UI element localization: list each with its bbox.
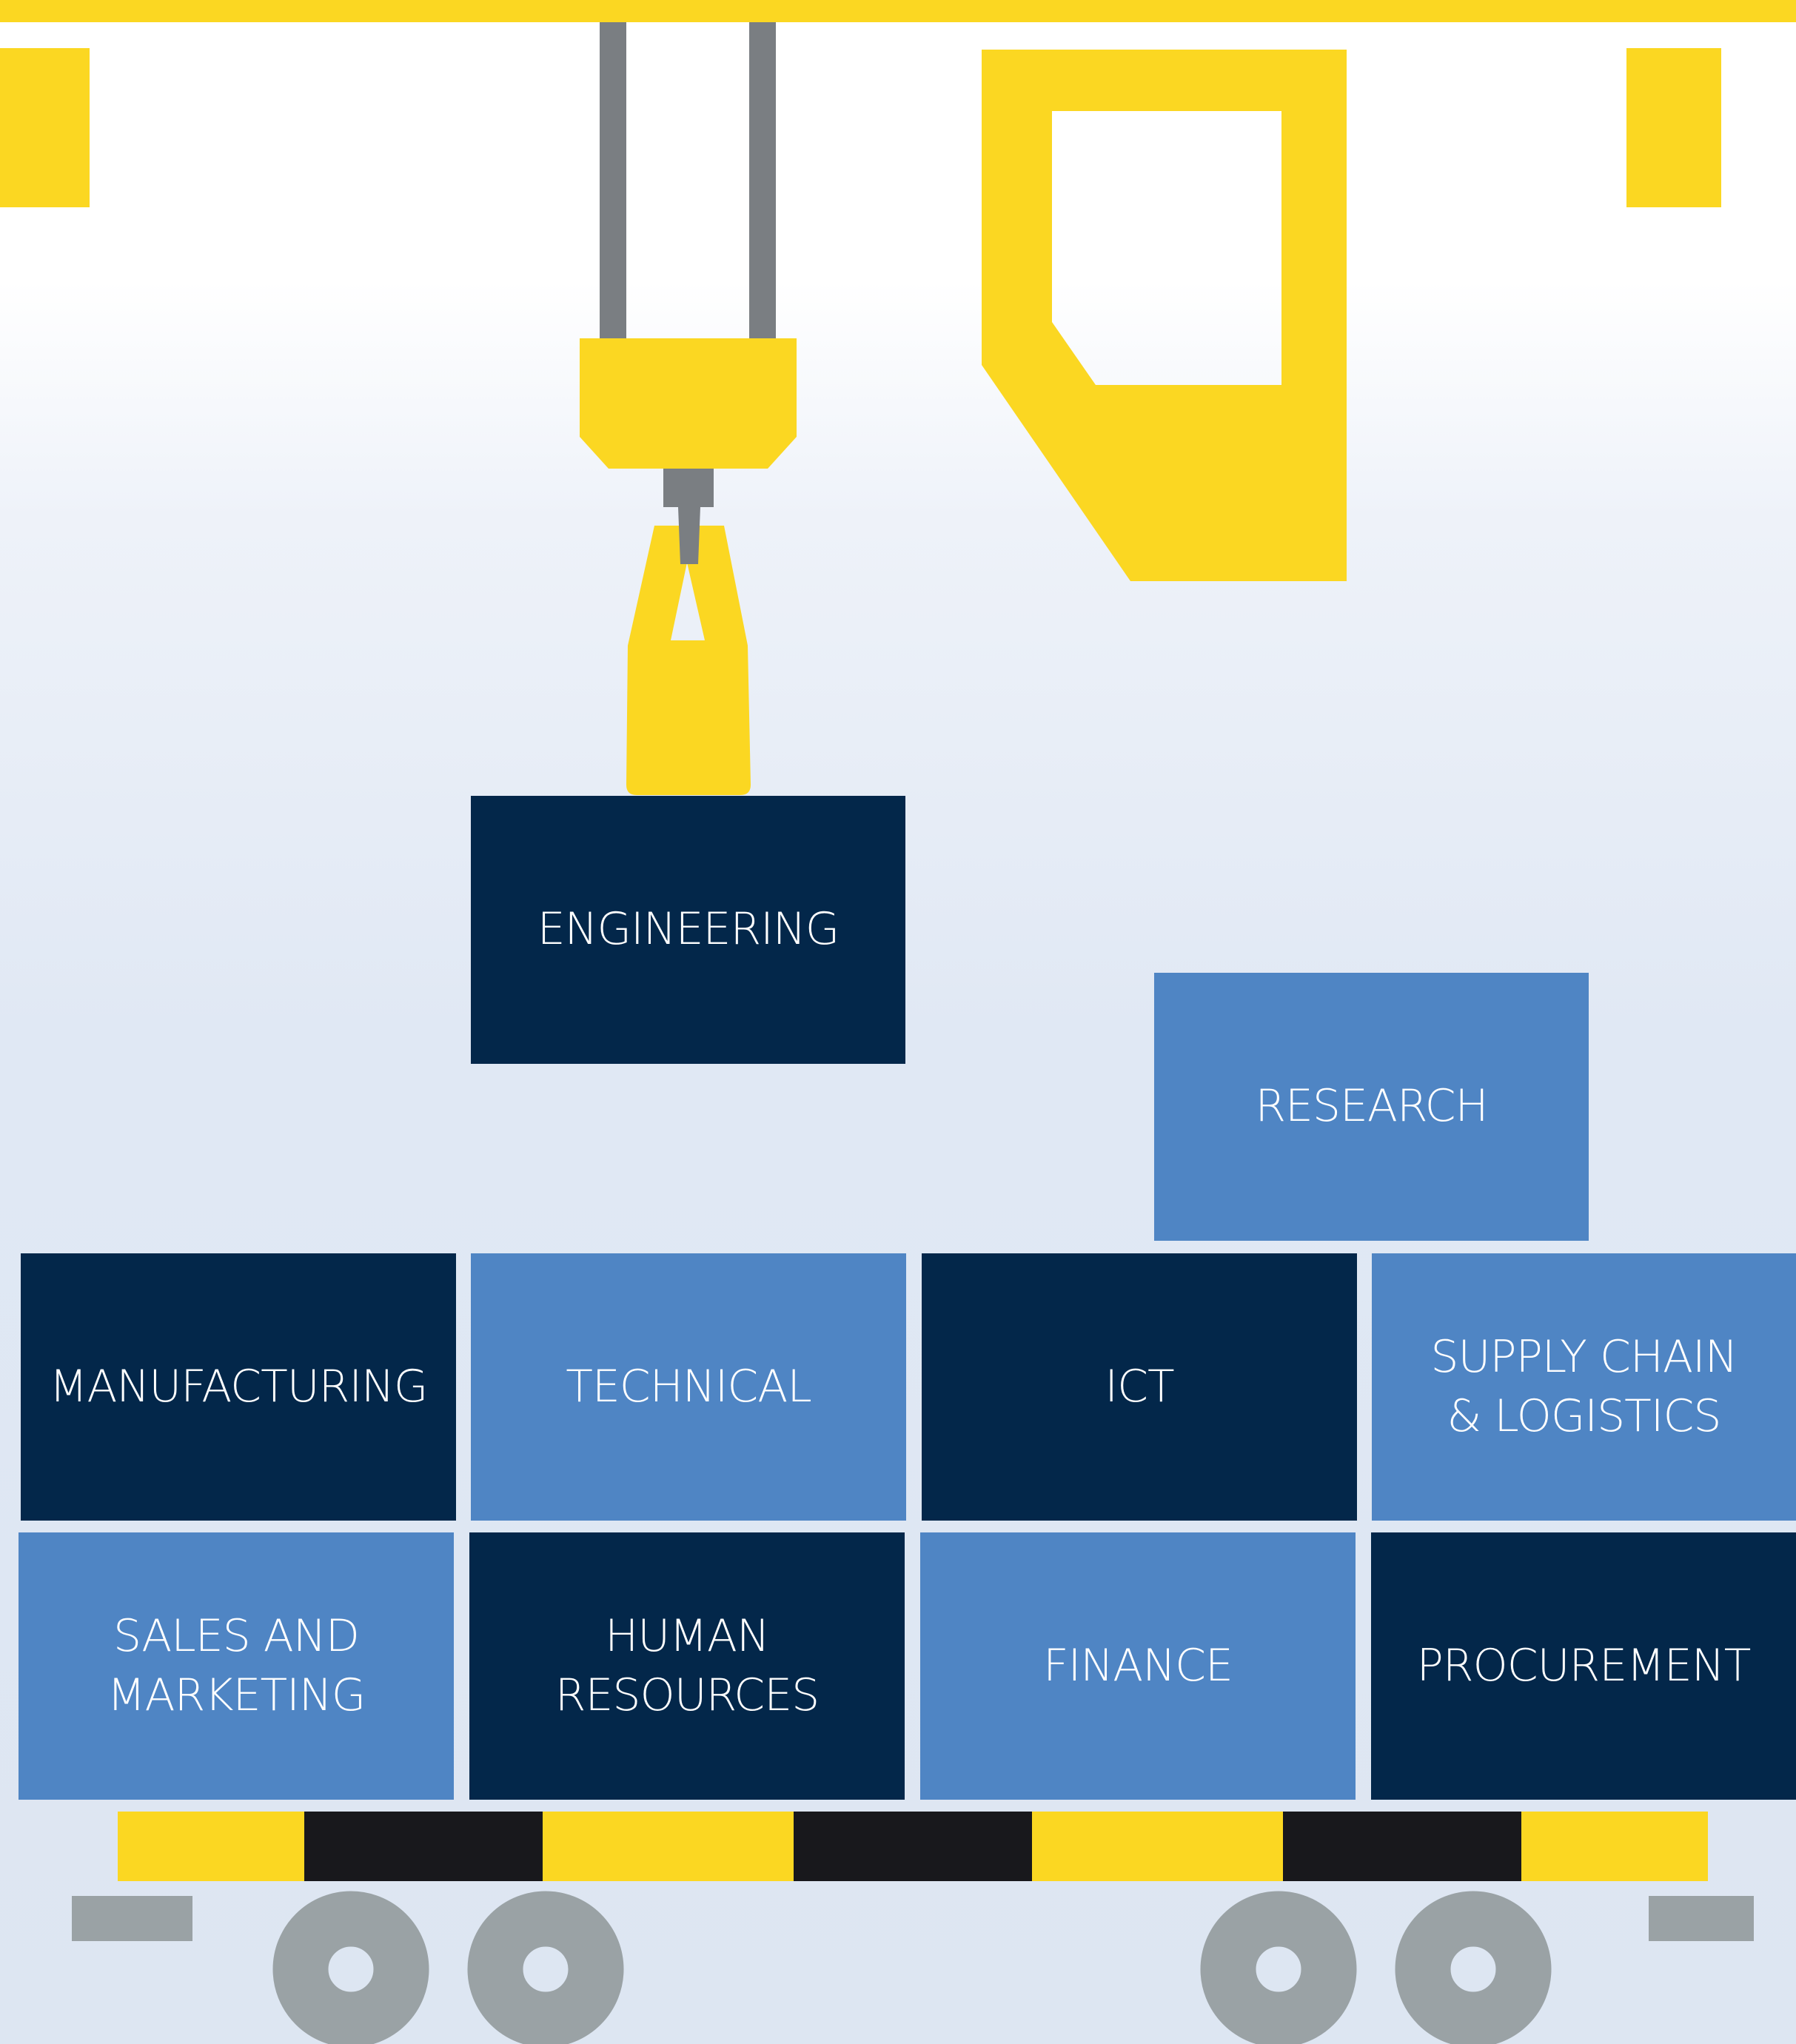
crane-hook-block bbox=[580, 338, 797, 469]
crane-hook-shaft bbox=[663, 469, 714, 507]
box-sales-marketing: SALES AND MARKETING bbox=[19, 1532, 454, 1800]
box-ict: ICT bbox=[922, 1253, 1357, 1521]
box-sales-marketing-label: SALES AND MARKETING bbox=[107, 1607, 365, 1726]
box-finance-label: FINANCE bbox=[1043, 1637, 1233, 1696]
truck-left-mudguard bbox=[72, 1896, 192, 1941]
truck-wheel bbox=[301, 1919, 1524, 2020]
box-human-resources-label: HUMAN RESOURCES bbox=[555, 1607, 819, 1726]
crane-operator-cab bbox=[982, 50, 1347, 581]
box-ict-label: ICT bbox=[1105, 1358, 1173, 1417]
box-engineering-label: ENGINEERING bbox=[537, 900, 839, 959]
box-finance: FINANCE bbox=[920, 1532, 1356, 1800]
crane-top-beam bbox=[0, 0, 1796, 22]
box-manufacturing: MANUFACTURING bbox=[21, 1253, 456, 1521]
crane-gripper bbox=[626, 526, 751, 795]
box-procurement: PROCUREMENT bbox=[1371, 1532, 1796, 1800]
box-technical-label: TECHNICAL bbox=[566, 1358, 811, 1417]
truck-right-mudguard bbox=[1649, 1896, 1754, 1941]
box-manufacturing-label: MANUFACTURING bbox=[50, 1358, 428, 1417]
box-supply-chain-label: SUPPLY CHAIN & LOGISTICS bbox=[1430, 1328, 1737, 1447]
box-technical: TECHNICAL bbox=[471, 1253, 906, 1521]
crane-hook-pin bbox=[678, 507, 700, 564]
box-engineering: ENGINEERING bbox=[471, 796, 905, 1064]
crane-left-support bbox=[0, 48, 90, 207]
box-supply-chain: SUPPLY CHAIN & LOGISTICS bbox=[1372, 1253, 1796, 1521]
box-research: RESEARCH bbox=[1154, 973, 1589, 1241]
crane-cable-left bbox=[600, 22, 626, 341]
crane-cable-right bbox=[749, 22, 776, 341]
crane-right-support bbox=[1626, 48, 1721, 207]
truck-bed bbox=[118, 1812, 1708, 1881]
box-human-resources: HUMAN RESOURCES bbox=[469, 1532, 905, 1800]
box-research-label: RESEARCH bbox=[1255, 1077, 1487, 1136]
box-procurement-label: PROCUREMENT bbox=[1417, 1637, 1751, 1696]
